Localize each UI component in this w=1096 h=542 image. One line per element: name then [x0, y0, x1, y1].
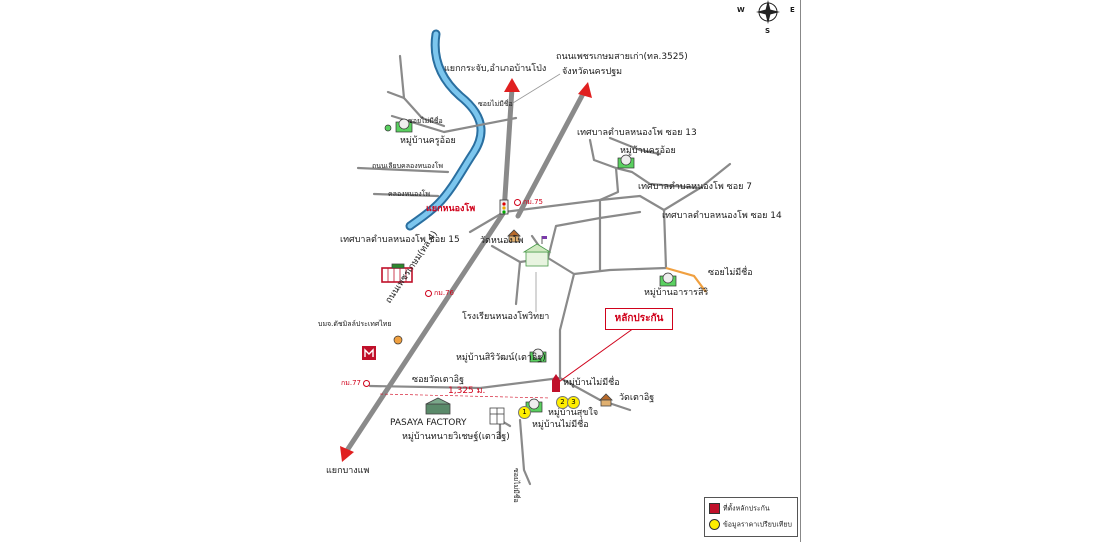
label-municipal-soi-13: เทศบาลตำบลหนองโพ ซอย 13	[577, 128, 697, 138]
secondary-roads	[356, 54, 732, 486]
subject-marker	[552, 374, 560, 392]
road-map	[340, 29, 732, 486]
label-village-kru-oi-1: หมู่บ้านครูอ้อย	[400, 136, 456, 146]
label-company: บมจ.ดัชมิลล์ประเทศไทย	[318, 320, 392, 328]
km-marker-76: กม.76	[425, 289, 454, 298]
subject-callout: หลักประกัน	[605, 308, 673, 330]
label-wat-nong-pho: วัดหนองโพ	[480, 236, 524, 246]
label-intersection: แยกหนองโพ	[426, 204, 476, 214]
label-soi-no-name-2: ซอยไม่มีชื่อ	[408, 117, 443, 125]
building-icons	[362, 199, 613, 425]
comparable-3: 3	[567, 396, 580, 409]
label-road-klong: ถนนเลียบคลองหนองโพ	[372, 162, 444, 170]
label-soi-no-name-4: ซอยไม่มีชื่อ	[512, 468, 520, 503]
comparable-swatch-icon	[709, 519, 720, 530]
label-distance: 1,325 ม.	[448, 386, 486, 396]
label-village-suk-jai: หมู่บ้านสุขใจ	[548, 408, 599, 418]
legend-subject: ที่ตั้งหลักประกัน	[709, 503, 770, 514]
label-village-kru-oi-2: หมู่บ้านครูอ้อย	[620, 146, 676, 156]
km-marker-77: กม.77	[341, 379, 372, 388]
label-soi-no-name-3: ซอยไม่มีชื่อ	[708, 268, 753, 278]
label-canal: คลองหนองโพ	[388, 190, 430, 198]
compass-rose: W E S	[737, 0, 799, 38]
frame-border	[800, 0, 801, 542]
label-south: แยกบางแพ	[326, 466, 370, 476]
subject-swatch-icon	[709, 503, 720, 514]
label-village-siriwat: หมู่บ้านสิริวัฒน์(เตาอิฐ)	[456, 353, 546, 363]
river-inner	[407, 31, 484, 229]
label-village-no-name: หมู่บ้านไม่มีชื่อ	[563, 378, 620, 388]
label-village-thanai: หมู่บ้านทนายวิเชษฐ์(เตาอิฐ)	[402, 432, 510, 442]
label-school: โรงเรียนหนองโพวิทยา	[462, 312, 550, 322]
label-municipal-soi-7: เทศบาลตำบลหนองโพ ซอย 7	[638, 182, 753, 192]
leader-north	[507, 73, 561, 107]
label-north-left: แยกกระจับ,อำเภอบ้านโป่ง	[444, 64, 547, 74]
compass-icon	[756, 0, 780, 24]
label-north-right-1: ถนนเพชรเกษมสายเก่า(ทล.3525)	[556, 52, 688, 62]
label-municipal-soi-15: เทศบาลตำบลหนองโพ ซอย 15	[340, 235, 460, 245]
callout-leader	[555, 327, 635, 385]
compass-east: E	[790, 6, 795, 14]
km-marker-75: กม.75	[514, 198, 543, 207]
label-soi-wat-tao-it: ซอยวัดเตาอิฐ	[412, 375, 465, 385]
label-north-right-2: จังหวัดนครปฐม	[562, 67, 623, 77]
label-wat-tao-it: วัดเตาอิฐ	[619, 393, 655, 403]
main-highway	[343, 85, 587, 455]
label-village-no-name-2: หมู่บ้านไม่มีชื่อ	[532, 420, 589, 430]
legend-comparable: ข้อมูลราคาเปรียบเทียบ	[709, 519, 792, 530]
label-factory: PASAYA FACTORY	[390, 418, 467, 428]
compass-south: S	[765, 27, 771, 35]
label-soi-no-name-1: ซอยไม่มีชื่อ	[478, 100, 513, 108]
label-village-ararasiri: หมู่บ้านอารารสิริ	[644, 288, 709, 298]
orange-soi	[665, 266, 707, 293]
map-legend: ที่ตั้งหลักประกัน ข้อมูลราคาเปรียบเทียบ	[704, 497, 798, 537]
distance-line	[379, 393, 551, 399]
destination-arrows	[340, 78, 592, 462]
comparable-1: 1	[518, 406, 531, 419]
label-municipal-soi-14: เทศบาลตำบลหนองโพ ซอย 14	[662, 211, 782, 221]
compass-west: W	[737, 6, 745, 14]
village-icons	[384, 118, 677, 413]
